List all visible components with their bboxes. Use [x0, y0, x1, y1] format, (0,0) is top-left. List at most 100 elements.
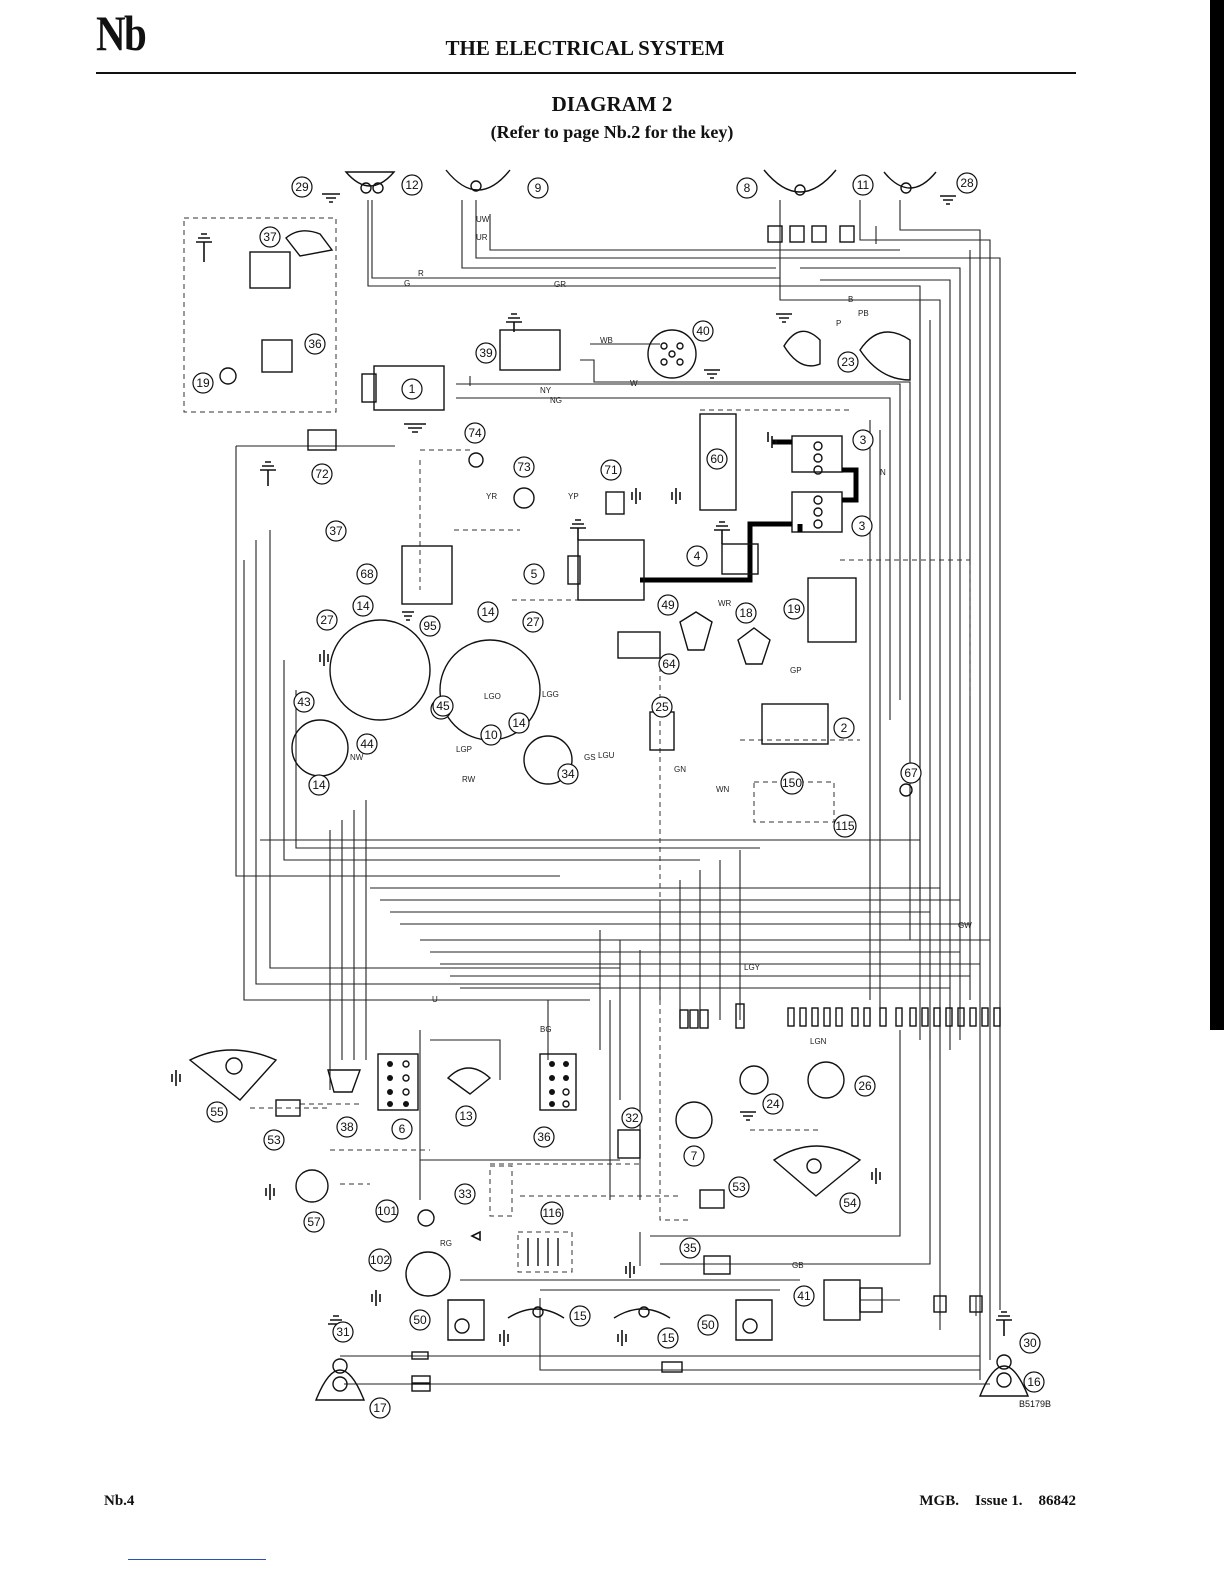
callout-circle	[839, 1192, 861, 1214]
callout-label: 44	[360, 737, 374, 751]
callout-150: 150	[780, 771, 804, 795]
callout-label: 14	[481, 605, 495, 619]
callout-circle	[263, 1129, 285, 1151]
callout-label: 11	[857, 178, 870, 192]
callout-label: 45	[436, 699, 450, 713]
section-mark: Nb	[96, 5, 147, 61]
callout-circle	[475, 342, 497, 364]
callout-label: 14	[312, 778, 326, 792]
callout-label: 10	[484, 728, 498, 742]
callout-14: 14	[352, 595, 374, 617]
wire-code-bg: BG	[540, 1025, 552, 1034]
callout-label: 33	[458, 1187, 472, 1201]
callout-circle	[455, 1105, 477, 1127]
callout-label: 43	[297, 695, 311, 709]
callout-circle	[533, 1126, 555, 1148]
page-edge-bar	[1210, 0, 1224, 1030]
callout-label: 28	[960, 176, 974, 190]
callout-circle	[308, 774, 330, 796]
callout-label: 3	[860, 433, 867, 447]
callout-label: 19	[787, 602, 801, 616]
callout-label: 14	[512, 716, 526, 730]
callout-label: 29	[295, 180, 309, 194]
callout-115: 115	[833, 814, 857, 838]
callout-label: 71	[604, 463, 618, 477]
callout-label: 15	[661, 1331, 675, 1345]
callout-10: 10	[480, 724, 502, 746]
callout-circle	[557, 763, 579, 785]
callout-circle	[1019, 1332, 1041, 1354]
callout-circle	[728, 1176, 750, 1198]
callout-circle	[1023, 1371, 1045, 1393]
callout-circle	[692, 320, 714, 342]
callout-label: 36	[537, 1130, 551, 1144]
callout-circle	[409, 1309, 431, 1331]
callout-label: 37	[329, 524, 343, 538]
callout-34: 34	[557, 763, 579, 785]
wire-code-yp: YP	[568, 492, 579, 501]
callout-label: 60	[710, 452, 724, 466]
callout-circle	[683, 1145, 705, 1167]
wire-code-gr: GR	[554, 280, 566, 289]
callout-49: 49	[657, 594, 679, 616]
footer-info: MGB.Issue 1.86842	[903, 1493, 1076, 1510]
callout-circle	[192, 372, 214, 394]
callout-74: 74	[464, 422, 486, 444]
callout-29: 29	[291, 176, 313, 198]
callout-73: 73	[513, 456, 535, 478]
callout-label: 101	[377, 1204, 397, 1218]
callout-label: 8	[744, 181, 751, 195]
wire-code-wn: WN	[716, 785, 730, 794]
callout-label: 36	[308, 337, 322, 351]
callout-circle	[833, 717, 855, 739]
callout-circle	[513, 456, 535, 478]
callout-circle	[291, 176, 313, 198]
callout-circle	[522, 611, 544, 633]
callout-33: 33	[454, 1183, 476, 1205]
callout-label: 73	[517, 460, 531, 474]
callout-circle	[259, 226, 281, 248]
callout-label: 26	[858, 1079, 872, 1093]
callout-circle	[477, 601, 499, 623]
callout-40: 40	[692, 320, 714, 342]
callout-circle	[480, 724, 502, 746]
callout-circle	[706, 448, 728, 470]
callout-57: 57	[303, 1211, 325, 1233]
callout-7: 7	[683, 1145, 705, 1167]
callout-15: 15	[657, 1327, 679, 1349]
wire-code-pb: PB	[858, 309, 869, 318]
wire-code-ny: NY	[540, 386, 552, 395]
callout-label: 17	[373, 1401, 387, 1415]
callout-label: 53	[267, 1133, 281, 1147]
callout-label: 50	[413, 1313, 427, 1327]
callout-label: 27	[320, 613, 334, 627]
callout-50: 50	[697, 1314, 719, 1336]
callout-13: 13	[455, 1105, 477, 1127]
callout-circle	[833, 814, 857, 838]
callout-50: 50	[409, 1309, 431, 1331]
callout-label: 16	[1027, 1375, 1041, 1389]
callout-26: 26	[854, 1075, 876, 1097]
callout-label: 64	[662, 657, 676, 671]
footer-page-number: Nb.4	[104, 1493, 135, 1509]
components	[188, 169, 1030, 1401]
callout-circle	[851, 515, 873, 537]
callout-label: 95	[423, 619, 437, 633]
callout-circle	[793, 1285, 815, 1307]
callout-circle	[523, 563, 545, 585]
wiring-harness	[183, 200, 1001, 1385]
callout-27: 27	[316, 609, 338, 631]
callout-label: 13	[459, 1109, 473, 1123]
callout-label: 34	[561, 767, 575, 781]
wire-code-lgg: LGG	[542, 690, 559, 699]
callout-4: 4	[686, 545, 708, 567]
wire-code-lgy: LGY	[744, 963, 761, 972]
earth-symbols	[171, 193, 1012, 1346]
callout-45: 45	[432, 695, 454, 717]
wire-code-lgu: LGU	[598, 751, 615, 760]
callout-circle	[762, 1093, 784, 1115]
callout-label: 38	[340, 1120, 354, 1134]
callout-circle	[657, 594, 679, 616]
wire-code-w: W	[630, 379, 638, 388]
callout-circle	[304, 333, 326, 355]
